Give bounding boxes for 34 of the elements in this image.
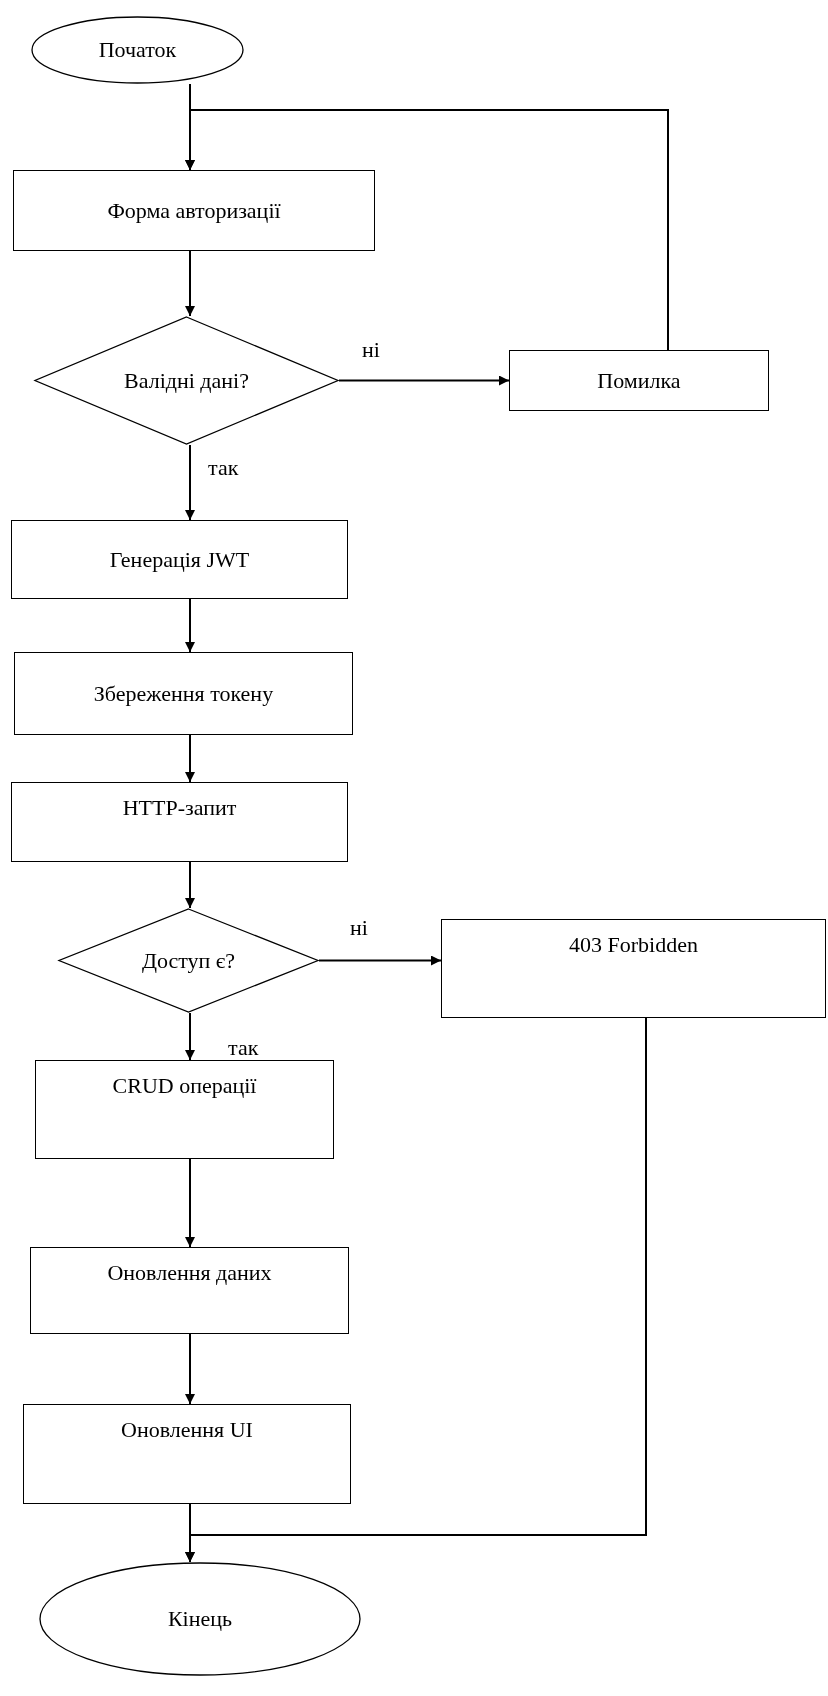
arrow [185,861,195,909]
arrow [185,250,195,317]
process-box [11,782,348,862]
arrow [185,1333,195,1405]
node-text: Збереження токену [93,680,274,707]
process-box [13,170,375,251]
process-box [14,652,353,735]
arrow [185,1017,647,1563]
node-text: Доступ є? [141,947,236,974]
arrow [185,1012,195,1061]
process-box [30,1247,349,1334]
arrow [338,375,510,386]
arrow [185,444,195,521]
node-text: HTTP-запит [122,795,237,821]
process-box [11,520,348,599]
node-text: Початок [98,37,177,63]
process-box [35,1060,334,1159]
node-text: Форма авторизації [107,197,281,224]
node-text: 403 Forbidden [569,932,698,958]
process-box [441,919,826,1018]
node-text: Оновлення даних [107,1260,272,1286]
node-text: Генерація JWT [109,546,250,573]
arrow [185,109,669,351]
process-box [509,350,769,411]
node-text: CRUD операції [112,1073,257,1099]
arrow [185,598,195,653]
node-text: Валідні дані? [124,367,249,394]
arrow [185,734,195,783]
arrow [318,955,442,966]
arrow [185,1158,195,1248]
node-text: Помилка [597,367,681,394]
node-text: Оновлення UI [121,1417,253,1443]
process-box [23,1404,351,1504]
node-text: Кінець [167,1606,233,1632]
